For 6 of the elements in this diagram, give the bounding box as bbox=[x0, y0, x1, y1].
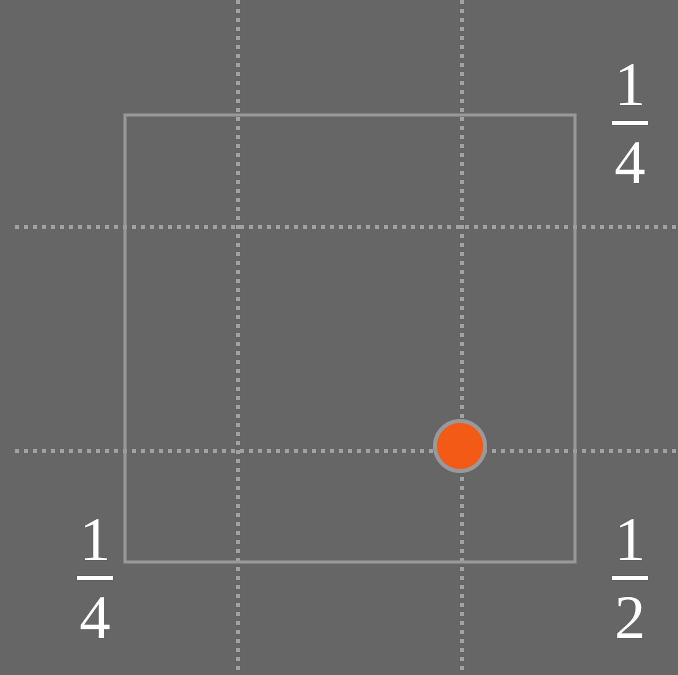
denominator: 4 bbox=[614, 133, 646, 193]
denominator: 2 bbox=[614, 588, 646, 648]
denominator: 4 bbox=[80, 588, 110, 648]
numerator: 1 bbox=[80, 510, 110, 570]
numerator: 1 bbox=[614, 55, 646, 115]
numerator: 1 bbox=[614, 510, 646, 570]
